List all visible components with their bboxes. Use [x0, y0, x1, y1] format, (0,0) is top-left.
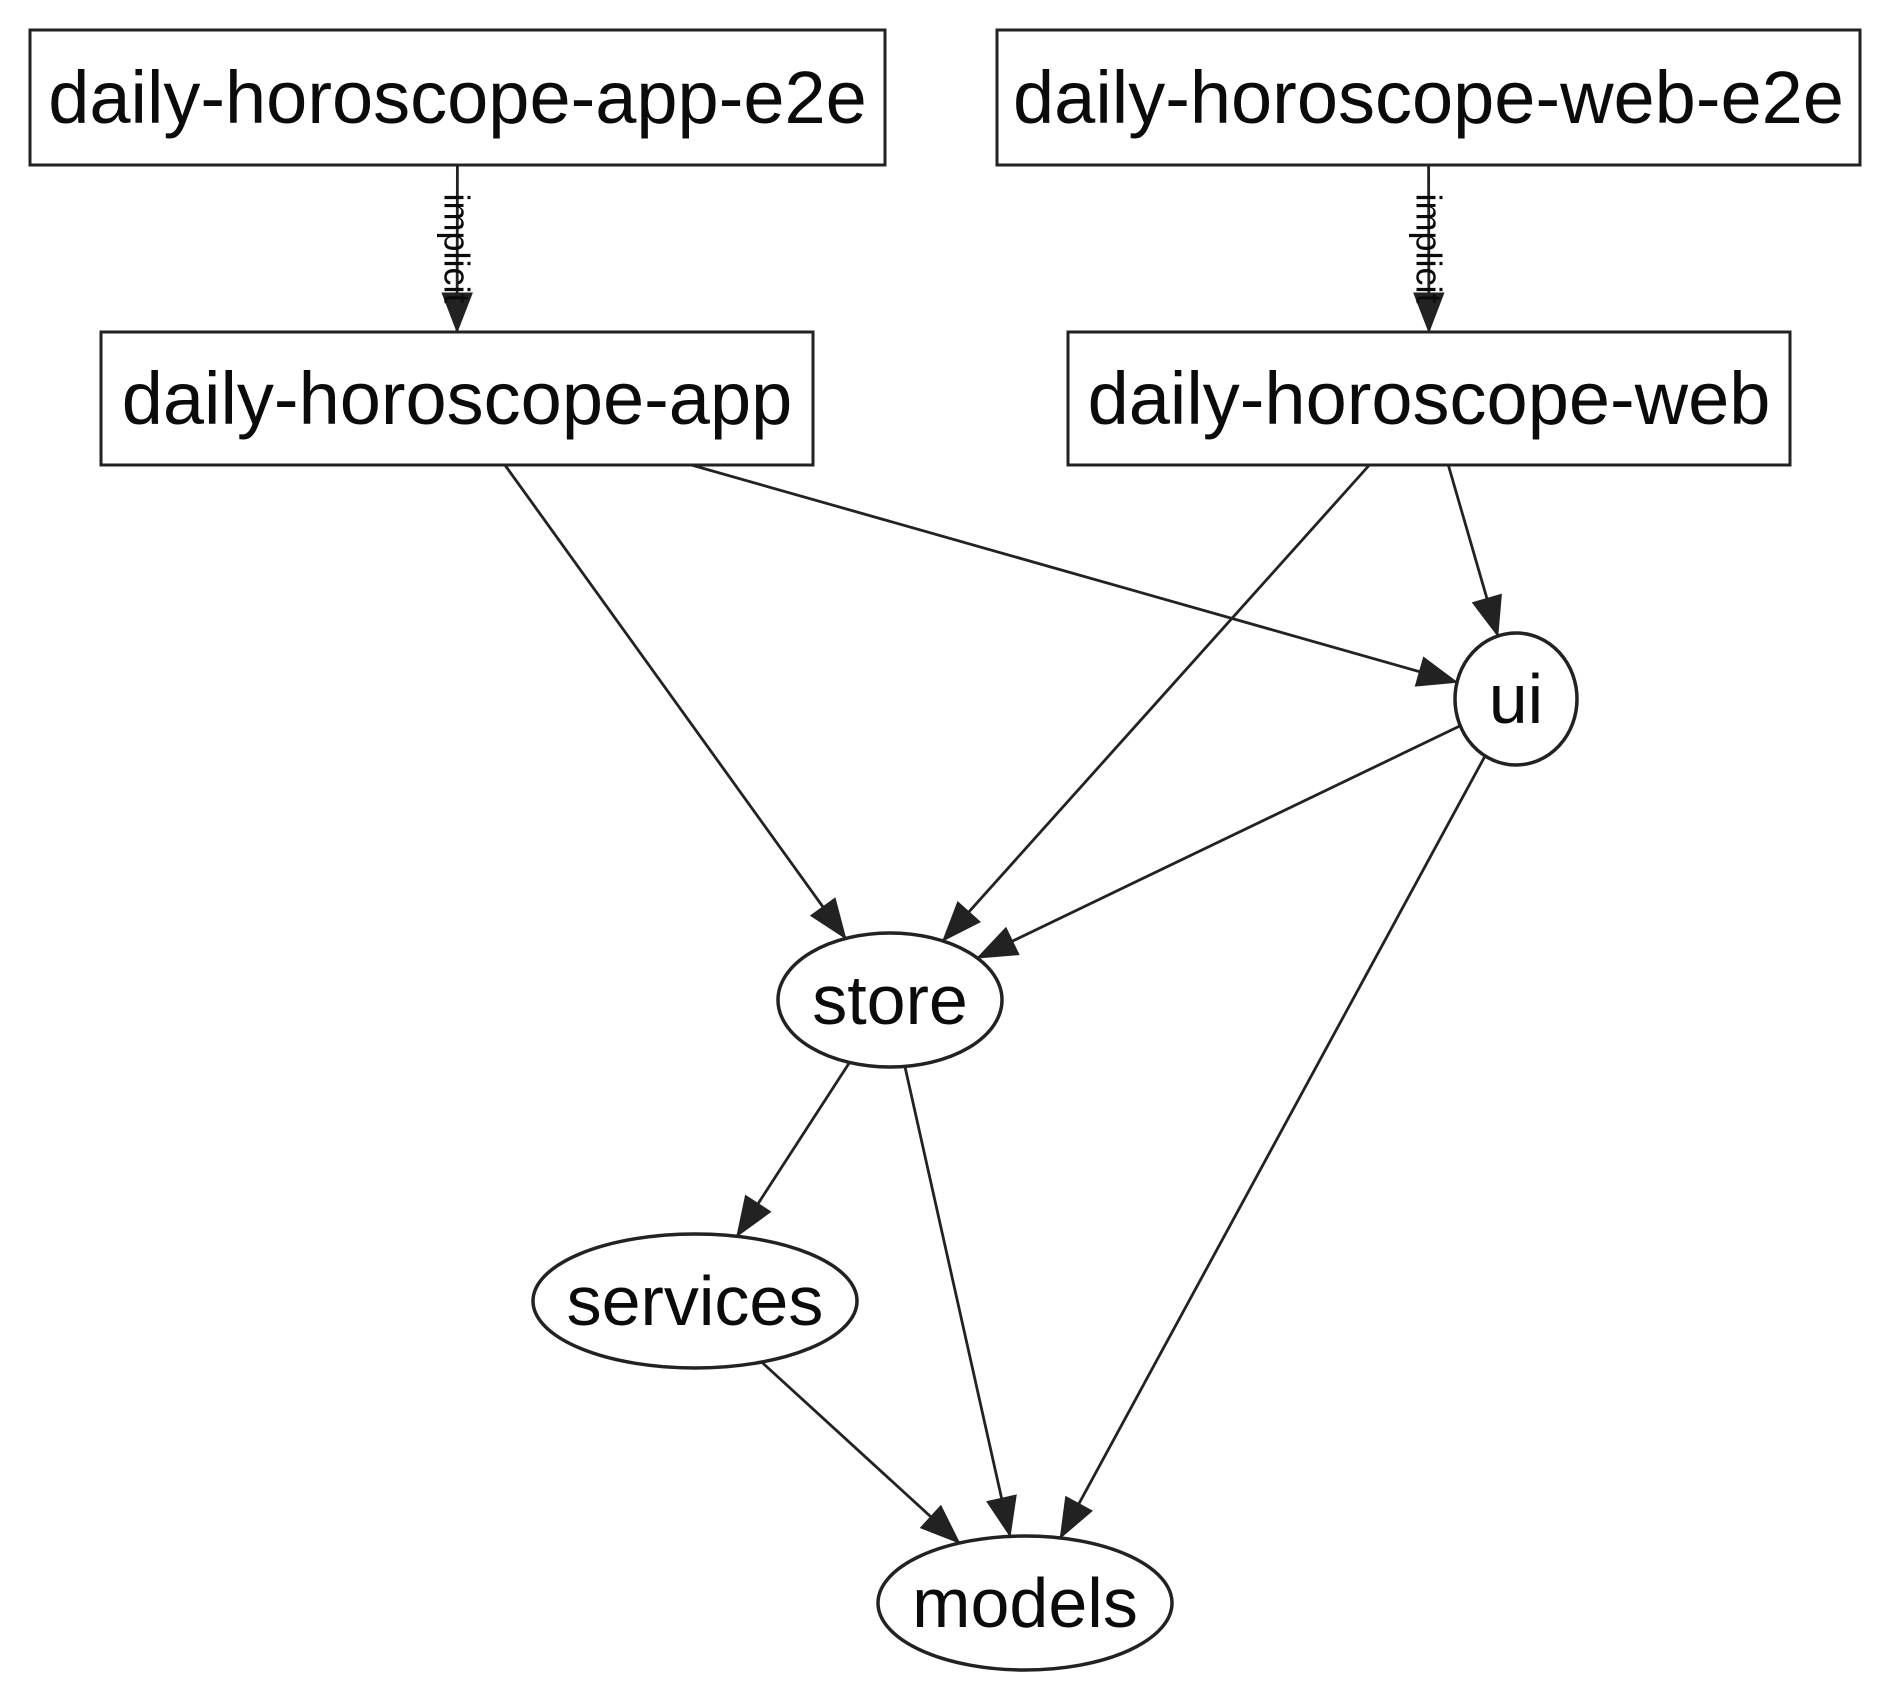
- node-daily-horoscope-app: daily-horoscope-app: [99, 330, 815, 467]
- node-daily-horoscope-web-label: daily-horoscope-web: [1088, 357, 1771, 440]
- edge-store-to-models: [903, 1066, 1017, 1538]
- node-store-label: store: [812, 961, 968, 1039]
- node-models: models: [876, 1534, 1174, 1672]
- node-layer: daily-horoscope-app-e2e daily-horoscope-w…: [28, 28, 1862, 1672]
- node-models-ellipse: [876, 1534, 1174, 1672]
- node-ui-ellipse: [1453, 631, 1579, 767]
- edge-daily-horoscope-web-to-store: [941, 464, 1371, 942]
- node-daily-horoscope-app-e2e-box: [28, 28, 887, 167]
- node-models-label: models: [912, 1564, 1138, 1642]
- node-store-ellipse: [776, 931, 1004, 1069]
- edge-store-to-services: [735, 1061, 851, 1238]
- node-services-label: services: [567, 1262, 824, 1340]
- node-daily-horoscope-app-label: daily-horoscope-app: [122, 357, 793, 440]
- edge-ui-to-store: [976, 724, 1461, 960]
- node-store: store: [776, 931, 1004, 1069]
- node-daily-horoscope-web: daily-horoscope-web: [1066, 330, 1792, 467]
- node-daily-horoscope-app-e2e: daily-horoscope-app-e2e: [28, 28, 887, 167]
- node-daily-horoscope-app-e2e-label: daily-horoscope-app-e2e: [48, 56, 867, 139]
- node-daily-horoscope-app-box: [99, 330, 815, 467]
- node-ui-label: ui: [1489, 660, 1543, 738]
- edge-label-daily-horoscope-app-e2e-to-daily-horoscope-app: implicit: [437, 193, 478, 303]
- node-daily-horoscope-web-box: [1066, 330, 1792, 467]
- edge-daily-horoscope-app-to-ui: [691, 463, 1459, 687]
- node-daily-horoscope-web-e2e-label: daily-horoscope-web-e2e: [1013, 56, 1844, 139]
- edge-daily-horoscope-app-to-store: [503, 464, 847, 940]
- node-services: services: [531, 1232, 859, 1370]
- edge-layer: [441, 164, 1502, 1545]
- node-services-ellipse: [531, 1232, 859, 1370]
- node-ui: ui: [1453, 631, 1579, 767]
- edge-daily-horoscope-web-to-ui: [1446, 464, 1502, 638]
- edge-ui-to-models: [1059, 755, 1487, 1540]
- edge-services-to-models: [760, 1361, 961, 1545]
- node-daily-horoscope-web-e2e: daily-horoscope-web-e2e: [995, 28, 1862, 167]
- edge-label-layer: implicit implicit: [437, 193, 1450, 303]
- edge-label-daily-horoscope-web-e2e-to-daily-horoscope-web: implicit: [1408, 193, 1449, 303]
- node-daily-horoscope-web-e2e-box: [995, 28, 1862, 167]
